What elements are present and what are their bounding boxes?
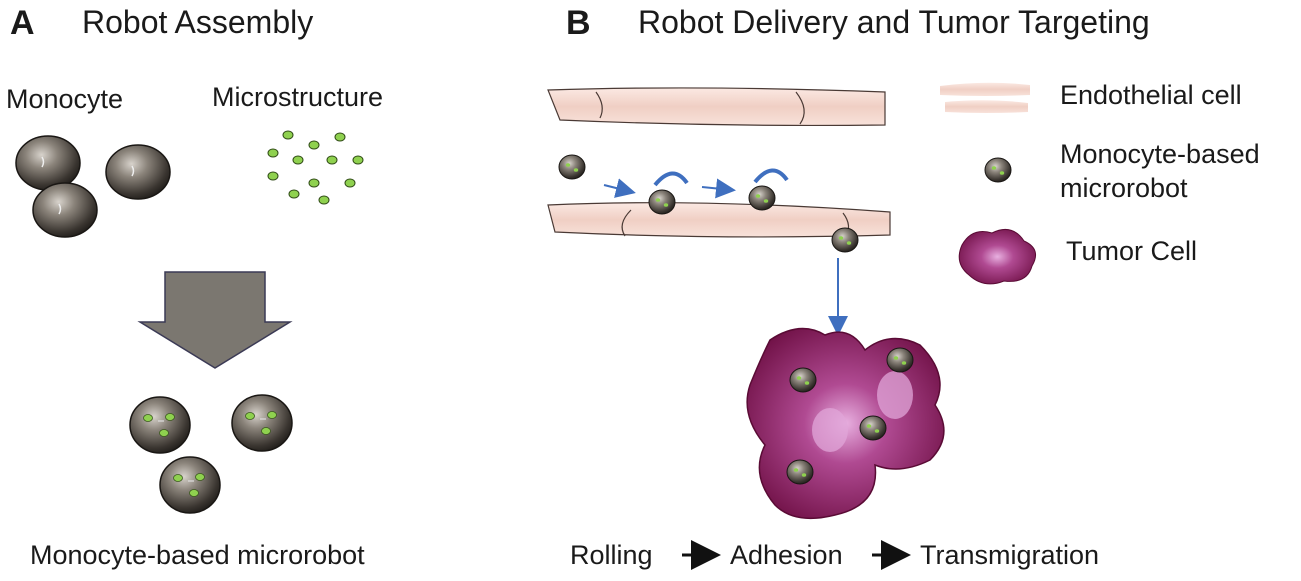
legend-label-microrobot: Monocyte-based microrobot bbox=[1060, 139, 1260, 203]
microrobot-icon bbox=[789, 367, 817, 393]
monocyte-cell-icon bbox=[105, 144, 171, 200]
microrobot-icon bbox=[231, 394, 293, 452]
microrobot-icon bbox=[831, 227, 859, 253]
microrobot-icon bbox=[159, 456, 221, 514]
vessel-wall-upper bbox=[547, 87, 886, 127]
rolling-sequence bbox=[558, 154, 859, 336]
endothelial-cell-icon bbox=[940, 82, 1030, 113]
microrobot-icon bbox=[558, 154, 586, 180]
monocyte-cell-icon bbox=[32, 182, 98, 238]
microrobot-icon bbox=[886, 347, 914, 373]
monocyte-cells bbox=[15, 135, 171, 238]
assembly-arrow-icon bbox=[137, 271, 293, 369]
microrobot-icon bbox=[984, 157, 1012, 183]
microrobot-group bbox=[129, 394, 293, 514]
tumor-cell-icon bbox=[958, 228, 1037, 285]
monocyte-cell-icon bbox=[15, 135, 81, 191]
rotation-arrow-icon bbox=[753, 168, 789, 184]
tumor-cluster bbox=[746, 327, 945, 520]
legend-label-tumor: Tumor Cell bbox=[1066, 236, 1198, 266]
flow-arrow-icon bbox=[603, 178, 636, 198]
step-adhesion: Adhesion bbox=[730, 540, 843, 570]
panel-a-title: Robot Assembly bbox=[82, 4, 314, 40]
microstructure-dots bbox=[267, 130, 364, 205]
microrobot-icon bbox=[129, 396, 191, 454]
microrobot-icon bbox=[786, 459, 814, 485]
step-transmigration: Transmigration bbox=[920, 540, 1100, 570]
step-rolling: Rolling bbox=[570, 540, 653, 570]
flow-arrow-icon bbox=[701, 178, 736, 199]
microrobot-icon bbox=[648, 189, 676, 215]
monocyte-label: Monocyte bbox=[6, 84, 124, 114]
legend-label-endothelial: Endothelial cell bbox=[1060, 80, 1242, 110]
microrobot-icon bbox=[748, 185, 776, 211]
rotation-arrow-icon bbox=[653, 171, 689, 187]
microrobot-icon bbox=[859, 415, 887, 441]
panel-b-letter: B bbox=[566, 4, 591, 42]
microstructure-label: Microstructure bbox=[212, 82, 384, 112]
panel-a-letter: A bbox=[10, 4, 35, 42]
panel-b-title: Robot Delivery and Tumor Targeting bbox=[638, 4, 1150, 40]
microrobot-result-label: Monocyte-based microrobot bbox=[30, 540, 365, 570]
